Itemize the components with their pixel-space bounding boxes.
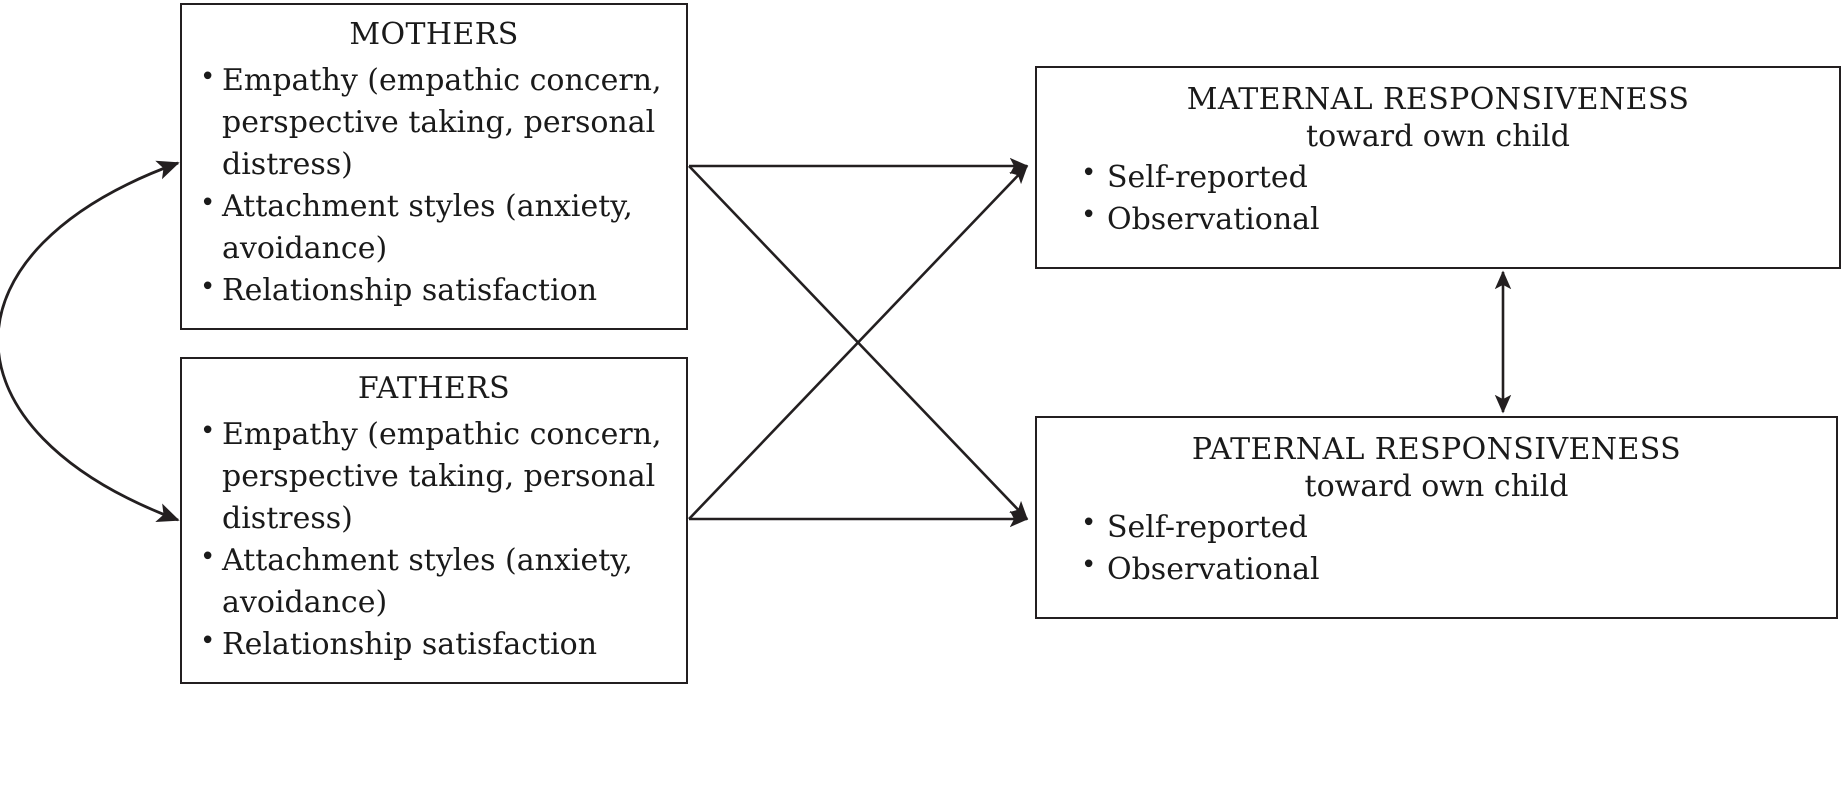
node-maternal-responsiveness-subtitle: toward own child bbox=[1306, 118, 1570, 154]
node-fathers-title: FATHERS bbox=[357, 371, 511, 406]
node-maternal-responsiveness-title: MATERNAL RESPONSIVENESS bbox=[1186, 82, 1690, 117]
node-paternal-responsiveness-bullet-list: Self-reported Observational bbox=[1077, 506, 1818, 590]
node-mothers[interactable]: MOTHERS Empathy (empathic concern, persp… bbox=[180, 3, 688, 330]
list-item: Self-reported bbox=[1077, 156, 1821, 198]
node-mothers-title: MOTHERS bbox=[349, 17, 519, 52]
list-item: Observational bbox=[1077, 198, 1821, 240]
edge-fathers-to-maternal bbox=[688, 164, 1029, 520]
list-item: Observational bbox=[1077, 548, 1818, 590]
list-item: Attachment styles (anxiety, avoidance) bbox=[196, 185, 672, 270]
list-item: Relationship satisfaction bbox=[196, 623, 672, 666]
list-item: Relationship satisfaction bbox=[196, 269, 672, 312]
edge-mothers-to-paternal bbox=[688, 165, 1029, 521]
node-fathers-bullet-list: Empathy (empathic concern, perspective t… bbox=[196, 413, 672, 666]
node-maternal-responsiveness-bullet-list: Self-reported Observational bbox=[1077, 156, 1821, 240]
node-paternal-responsiveness-title: PATERNAL RESPONSIVENESS bbox=[1191, 432, 1682, 467]
list-item: Empathy (empathic concern, perspective t… bbox=[196, 59, 672, 186]
node-fathers[interactable]: FATHERS Empathy (empathic concern, persp… bbox=[180, 357, 688, 684]
node-mothers-bullet-list: Empathy (empathic concern, perspective t… bbox=[196, 59, 672, 312]
edge-mothers-fathers-correlation bbox=[0, 160, 180, 522]
node-paternal-responsiveness[interactable]: PATERNAL RESPONSIVENESS toward own child… bbox=[1035, 416, 1838, 619]
node-maternal-responsiveness[interactable]: MATERNAL RESPONSIVENESS toward own child… bbox=[1035, 66, 1841, 269]
node-paternal-responsiveness-subtitle: toward own child bbox=[1304, 468, 1569, 504]
list-item: Empathy (empathic concern, perspective t… bbox=[196, 413, 672, 540]
list-item: Self-reported bbox=[1077, 506, 1818, 548]
list-item: Attachment styles (anxiety, avoidance) bbox=[196, 539, 672, 624]
